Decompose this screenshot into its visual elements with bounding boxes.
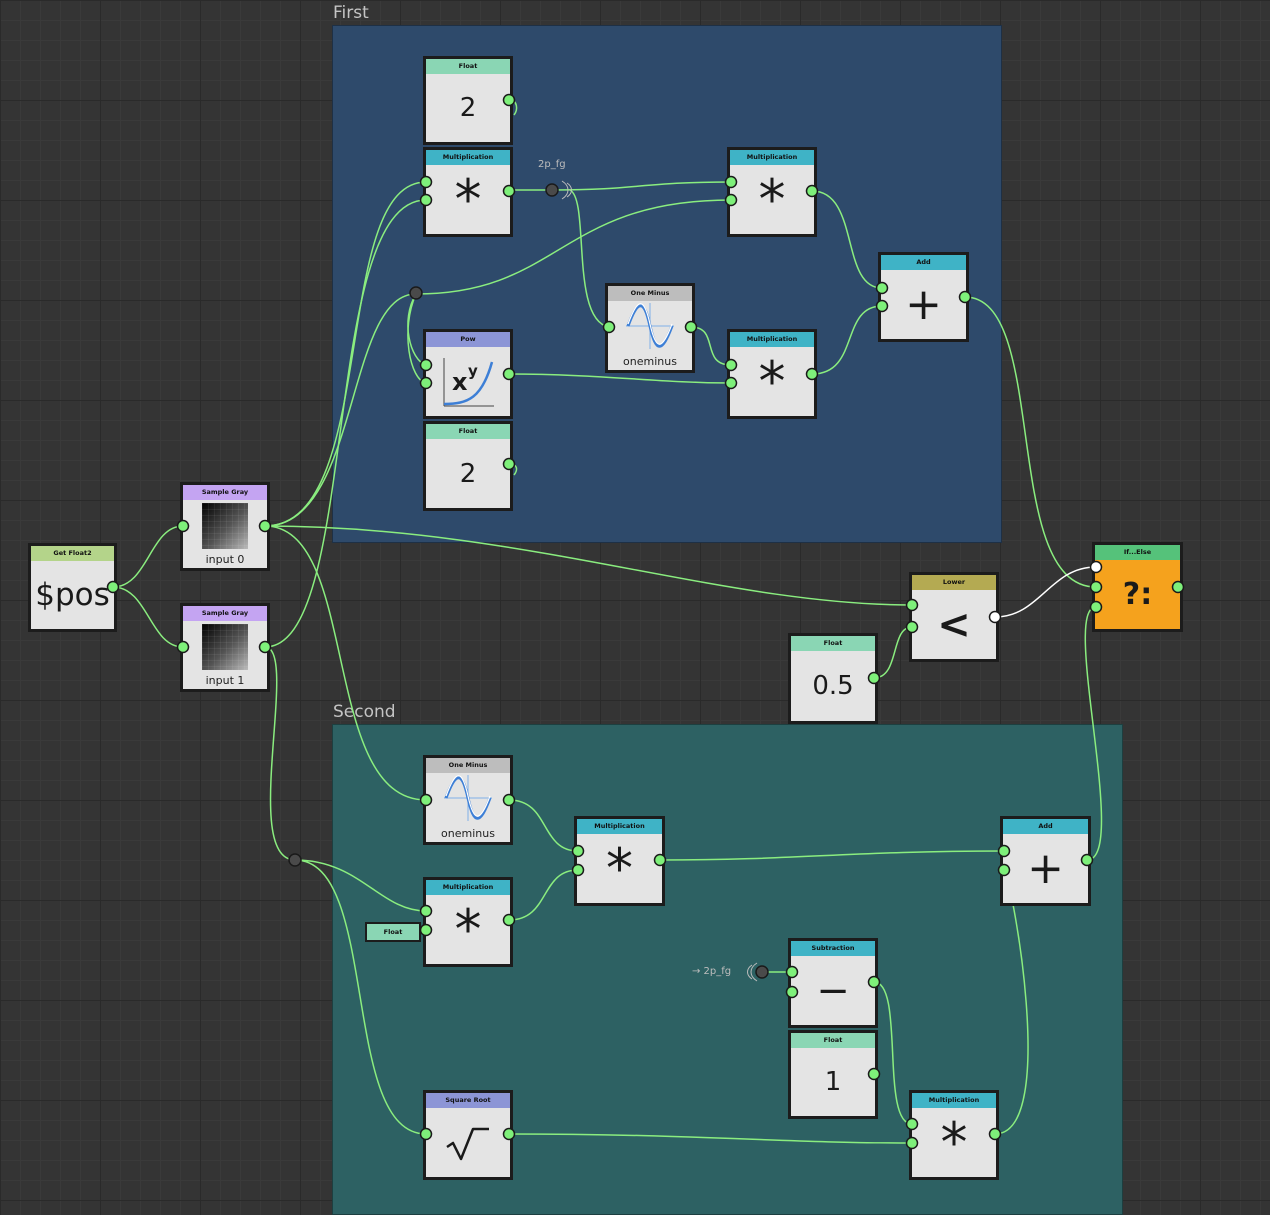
node-sample-gray-1[interactable]: Sample Gray input 1 [180,603,270,692]
node-sample-gray-0[interactable]: Sample Gray input 0 [180,482,270,571]
node-title: Add [1003,819,1088,834]
node-title: Pow [426,332,510,347]
node-value: $pos [35,577,110,613]
node-title: One Minus [426,758,510,773]
node-add-2[interactable]: Add + [1000,816,1091,906]
node-title: Float [367,924,419,940]
node-caption: input 1 [205,674,245,687]
ternary-icon: ?: [1095,560,1180,629]
svg-text:x: x [452,368,468,396]
node-caption: input 0 [205,553,245,566]
svg-text:y: y [468,362,478,380]
node-multiplication-1[interactable]: Multiplication * [423,147,513,237]
node-value: 2 [459,458,477,489]
node-title: Float [791,1033,875,1048]
node-title: Multiplication [912,1093,996,1108]
multiply-icon: * [606,837,633,900]
node-subtraction[interactable]: Subtraction − [788,938,878,1028]
variable-reference-2p-fg: → 2p_fg [692,966,732,977]
wire [112,586,184,648]
node-get-float2[interactable]: Get Float2 $pos [28,543,117,632]
node-title: If...Else [1095,545,1180,560]
node-value: 1 [824,1067,842,1097]
node-title: Float [426,424,510,439]
multiply-icon: * [454,898,482,961]
node-title: One Minus [608,286,692,301]
node-value: 0.5 [812,671,854,701]
node-float-0-5[interactable]: Float 0.5 [788,633,878,724]
node-multiplication-2[interactable]: Multiplication * [727,147,817,237]
square-root-icon [446,1127,489,1160]
node-multiplication-5[interactable]: Multiplication * [423,877,513,967]
sine-wave-icon [444,775,492,821]
node-float-2-top[interactable]: Float 2 [423,56,513,145]
node-square-root[interactable]: Square Root [423,1090,513,1180]
node-caption: oneminus [441,827,495,840]
minus-icon: − [816,967,850,1014]
less-than-icon: < [937,601,971,648]
grayscale-thumbnail-icon [202,503,248,549]
node-multiplication-4[interactable]: Multiplication * [574,816,665,906]
node-title: Multiplication [730,150,814,165]
multiply-icon: * [454,168,482,231]
node-title: Multiplication [426,880,510,895]
grayscale-thumbnail-icon [202,624,248,670]
node-title: Square Root [426,1093,510,1108]
node-one-minus-2[interactable]: One Minus oneminus [423,755,513,845]
node-value: 2 [459,93,477,123]
reroute-dot [288,853,302,867]
wire [873,626,913,679]
wire-white [994,566,1097,618]
node-if-else[interactable]: If...Else ?: [1092,542,1183,632]
node-float-1[interactable]: Float 1 [788,1030,878,1119]
multiply-icon: * [758,168,786,231]
node-title: Float [791,636,875,651]
node-title: Float [426,59,510,74]
node-title: Subtraction [791,941,875,956]
plus-icon: + [1027,843,1064,894]
node-pow[interactable]: Pow x y [423,329,513,419]
power-curve-icon: x y [443,357,494,406]
multiply-icon: * [940,1111,968,1174]
wire [112,525,184,588]
node-multiplication-3[interactable]: Multiplication * [727,329,817,419]
node-title: Lower [912,575,996,590]
node-title: Sample Gray [183,606,267,621]
node-title: Multiplication [730,332,814,347]
signal-waves-icon [747,962,758,982]
node-float-2-bottom[interactable]: Float 2 [423,421,513,511]
node-title: Get Float2 [31,546,114,561]
node-float-collapsed[interactable]: Float [365,922,421,942]
node-multiplication-6[interactable]: Multiplication * [909,1090,999,1180]
node-title: Sample Gray [183,485,267,500]
variable-label-2p-fg: 2p_fg [538,159,566,170]
node-title: Multiplication [426,150,510,165]
sine-wave-icon [626,303,674,349]
node-lower[interactable]: Lower < [909,572,999,662]
node-title: Multiplication [577,819,662,834]
node-caption: oneminus [623,355,677,368]
multiply-icon: * [758,350,786,413]
node-one-minus-1[interactable]: One Minus oneminus [605,283,695,373]
plus-icon: + [905,279,942,330]
signal-waves-icon [561,180,572,200]
node-title: Add [881,255,966,270]
node-add-1[interactable]: Add + [878,252,969,342]
